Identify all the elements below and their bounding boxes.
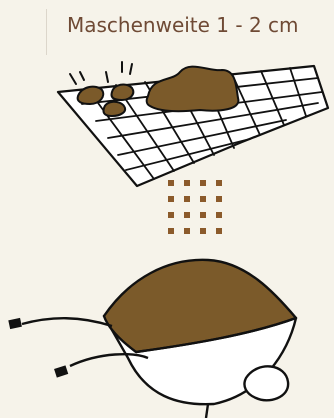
sieve-with-soil-icon [58,62,328,186]
falling-soil-dots-icon [168,180,222,234]
wheelbarrow-with-soil-icon [8,260,296,418]
